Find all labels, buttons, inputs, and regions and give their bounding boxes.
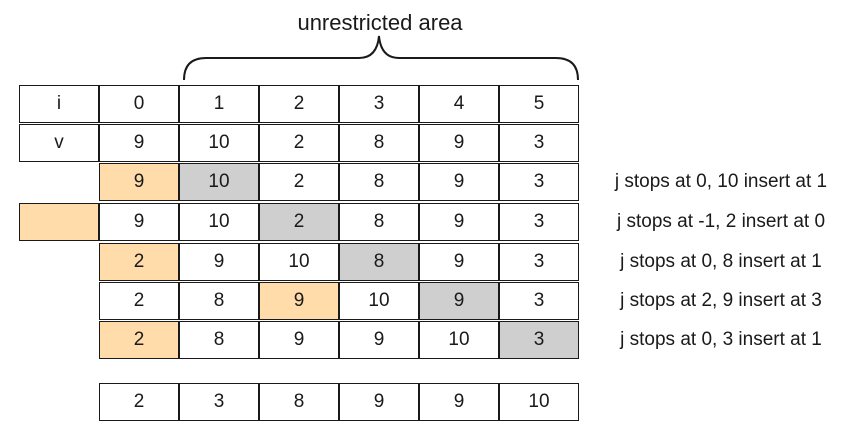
current-key-cell: 10 (179, 163, 259, 201)
result-cell: 10 (499, 383, 579, 421)
empty-cell (19, 243, 99, 281)
empty-cell (19, 321, 99, 359)
unrestricted-area-brace (183, 35, 579, 81)
table-cell: 2 (259, 124, 339, 162)
table-cell: 8 (339, 203, 419, 241)
current-key-cell: 2 (259, 203, 339, 241)
table-cell: 3 (499, 203, 579, 241)
table-cell: 0 (99, 85, 179, 123)
row-label-cell: i (19, 85, 99, 123)
step-note: j stops at -1, 2 insert at 0 (616, 211, 826, 232)
table-cell: 9 (259, 321, 339, 359)
table-cell: 10 (259, 243, 339, 281)
table-cell: 8 (339, 124, 419, 162)
table-cell: 4 (419, 85, 499, 123)
step-note: j stops at 2, 9 insert at 3 (620, 290, 822, 311)
empty-cell (19, 163, 99, 201)
table-cell: 8 (179, 321, 259, 359)
table-cell: 3 (499, 163, 579, 201)
table-cell: 3 (499, 282, 579, 320)
table-cell: 10 (419, 321, 499, 359)
table-cell: 9 (99, 203, 179, 241)
table-cell: 10 (179, 203, 259, 241)
table-cell: 3 (499, 243, 579, 281)
table-cell: 10 (339, 282, 419, 320)
table-cell: 9 (419, 163, 499, 201)
result-cell: 9 (339, 383, 419, 421)
result-cell: 2 (99, 383, 179, 421)
result-cell: 8 (259, 383, 339, 421)
result-cell: 9 (419, 383, 499, 421)
current-key-cell: 8 (339, 243, 419, 281)
table-cell: 3 (339, 85, 419, 123)
table-cell: 9 (419, 243, 499, 281)
table-cell: 8 (339, 163, 419, 201)
table-cell: 10 (179, 124, 259, 162)
step-note: j stops at 0, 8 insert at 1 (620, 251, 822, 272)
table-cell: 9 (419, 203, 499, 241)
result-cell: 3 (179, 383, 259, 421)
table-cell: 2 (99, 282, 179, 320)
unrestricted-area-label: unrestricted area (297, 10, 463, 35)
insert-position-cell (19, 203, 99, 241)
table-cell: 9 (179, 243, 259, 281)
table-cell: 2 (259, 85, 339, 123)
current-key-cell: 3 (499, 321, 579, 359)
insert-position-cell: 9 (99, 163, 179, 201)
table-cell: 1 (179, 85, 259, 123)
table-cell: 5 (499, 85, 579, 123)
insert-position-cell: 2 (99, 321, 179, 359)
table-cell: 9 (339, 321, 419, 359)
table-cell: 2 (259, 163, 339, 201)
current-key-cell: 9 (419, 282, 499, 320)
step-note: j stops at 0, 3 insert at 1 (620, 329, 822, 350)
row-label-cell: v (19, 124, 99, 162)
table-cell: 9 (419, 124, 499, 162)
insert-position-cell: 9 (259, 282, 339, 320)
insert-position-cell: 2 (99, 243, 179, 281)
table-cell: 8 (179, 282, 259, 320)
table-cell: 9 (99, 124, 179, 162)
empty-cell (19, 282, 99, 320)
step-note: j stops at 0, 10 insert at 1 (614, 171, 828, 192)
table-cell: 3 (499, 124, 579, 162)
